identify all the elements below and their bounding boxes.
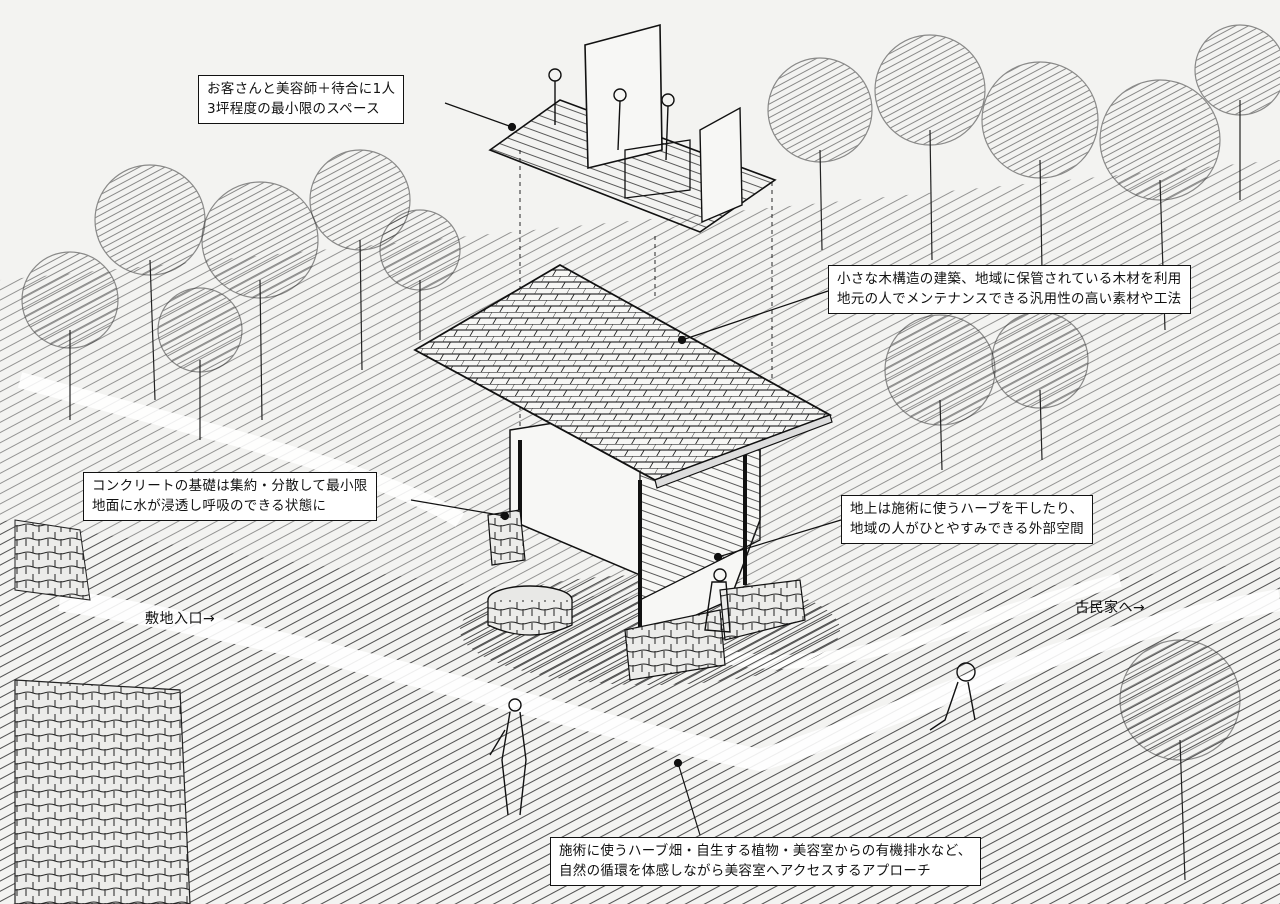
site-entrance-label: 敷地入口→ (145, 611, 216, 627)
callout-ground-line1: 地上は施術に使うハーブを干したり、 (850, 501, 1084, 517)
callout-structure: 小さな木構造の建築、地域に保管されている木材を利用 地元の人でメンテナンスできる… (828, 265, 1191, 314)
callout-approach-line2: 自然の循環を体感しながら美容室へアクセスするアプローチ (559, 863, 931, 879)
callout-space: お客さんと美容師＋待合に1人 3坪程度の最小限のスペース (198, 75, 405, 124)
trees (21, 24, 1280, 881)
callout-space-line1: お客さんと美容師＋待合に1人 (207, 81, 396, 97)
callout-foundation-line1: コンクリートの基礎は集約・分散して最小限 (92, 478, 368, 494)
callout-space-line2: 3坪程度の最小限のスペース (207, 101, 380, 117)
leader-lines (410, 102, 842, 836)
callout-approach: 施術に使うハーブ畑・自生する植物・美容室からの有機排水など、 自然の循環を体感し… (550, 837, 981, 886)
callout-structure-line1: 小さな木構造の建築、地域に保管されている木材を利用 (837, 271, 1182, 287)
people (489, 568, 976, 816)
salon-building (413, 263, 840, 685)
callout-structure-line2: 地元の人でメンテナンスできる汎用性の高い素材や工法 (837, 291, 1182, 307)
callout-ground-line2: 地域の人がひとやすみできる外部空間 (850, 521, 1084, 537)
old-house-label: 古民家へ→ (1075, 600, 1146, 616)
stone-wall (14, 519, 191, 904)
callout-ground: 地上は施術に使うハーブを干したり、 地域の人がひとやすみできる外部空間 (841, 495, 1093, 544)
floor-plan-exploded (488, 23, 777, 520)
callout-foundation: コンクリートの基礎は集約・分散して最小限 地面に水が浸透し呼吸のできる状態に (83, 472, 377, 521)
callout-approach-line1: 施術に使うハーブ畑・自生する植物・美容室からの有機排水など、 (559, 843, 972, 859)
callout-foundation-line2: 地面に水が浸透し呼吸のできる状態に (92, 498, 327, 514)
